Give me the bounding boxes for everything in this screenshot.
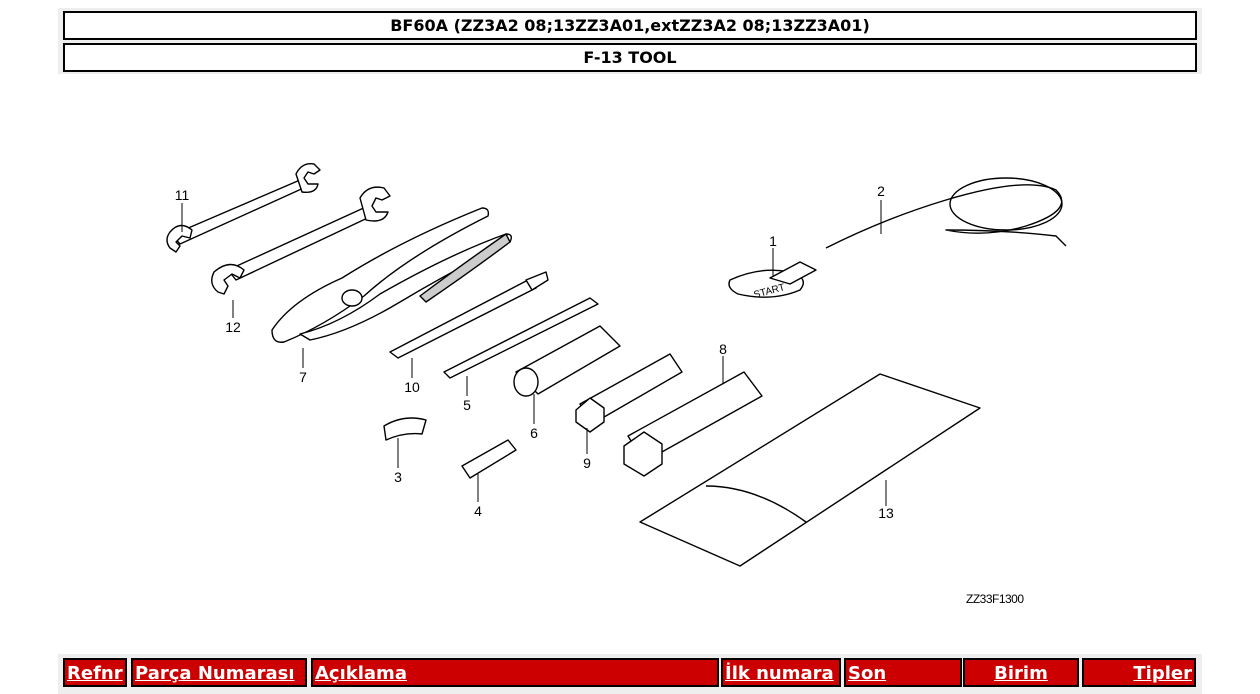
col-description[interactable]: Açıklama — [311, 658, 719, 687]
screwdriver-10-part — [389, 271, 549, 359]
clip-4-part — [461, 439, 517, 479]
wrench-small-part — [166, 163, 321, 253]
box-wrench-8-part — [623, 371, 763, 477]
col-first-number[interactable]: İlk numara — [721, 658, 841, 687]
starter-handle-part — [728, 261, 817, 298]
callout-13: 13 — [878, 505, 894, 521]
callout-12: 12 — [225, 319, 241, 335]
parts-table-header: Refnr Parça Numarası Açıklama İlk numara… — [58, 654, 1202, 694]
callout-2: 2 — [877, 183, 885, 199]
callout-7: 7 — [299, 369, 307, 385]
col-part-number[interactable]: Parça Numarası — [131, 658, 307, 687]
callout-9: 9 — [583, 455, 591, 471]
col-types[interactable]: Tipler — [1082, 658, 1196, 687]
section-title: F-13 TOOL — [63, 43, 1197, 72]
socket-6-part — [513, 325, 621, 397]
callout-4: 4 — [474, 503, 482, 519]
rope-part — [825, 177, 1067, 249]
model-title: BF60A (ZZ3A2 08;13ZZ3A01,extZZ3A2 08;13Z… — [63, 11, 1197, 40]
col-last[interactable]: Son — [844, 658, 962, 687]
col-unit[interactable]: Birim — [963, 658, 1079, 687]
box-wrench-9-part — [575, 353, 683, 433]
callout-5: 5 — [463, 397, 471, 413]
callout-11: 11 — [175, 187, 190, 203]
clip-3-part — [383, 417, 427, 441]
tool-bag-part — [639, 373, 981, 567]
callout-6: 6 — [530, 425, 538, 441]
pliers-part — [271, 207, 513, 343]
diagram-code: ZZ33F1300 — [966, 592, 1024, 606]
callout-10: 10 — [404, 379, 420, 395]
col-refnr[interactable]: Refnr — [63, 658, 127, 687]
callout-1: 1 — [769, 233, 777, 249]
callout-8: 8 — [719, 341, 727, 357]
callout-3: 3 — [394, 469, 402, 485]
screwdriver-5-part — [443, 297, 599, 379]
parts-diagram: 11 12 7 10 5 6 9 8 3 4 1 2 13 START — [166, 163, 1067, 567]
wrench-large-part — [211, 186, 391, 295]
header-panel: BF60A (ZZ3A2 08;13ZZ3A01,extZZ3A2 08;13Z… — [58, 8, 1202, 74]
